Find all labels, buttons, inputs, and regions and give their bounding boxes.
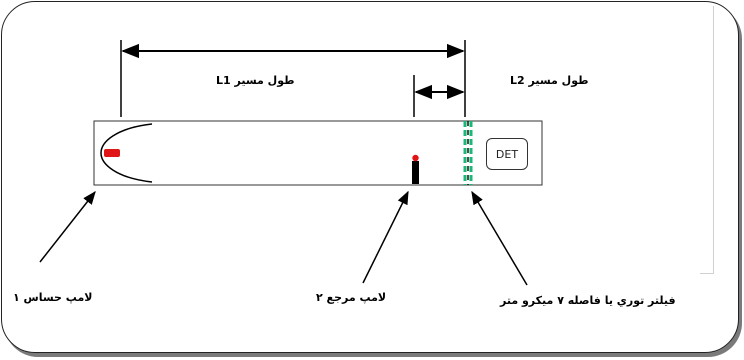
reflector xyxy=(100,123,153,183)
label-lamp-reference-2: لامپ مرجع ۲ xyxy=(316,291,387,304)
lamp-2-bulb xyxy=(412,154,419,162)
lamp-2-stem xyxy=(412,161,419,184)
inner-bottom-line xyxy=(700,273,714,274)
label-path-length-1: طول مسير L1 xyxy=(216,74,295,87)
label-filter: فيلتر توري يا فاصله ۷ ميکرو متر xyxy=(500,294,676,307)
inner-divider xyxy=(713,6,714,274)
label-lamp-sensitive-1: لامپ حساس ۱ xyxy=(13,291,93,304)
pointer-lamp-1 xyxy=(39,190,96,263)
detector-box: DET xyxy=(486,138,528,170)
label-path-length-2: طول مسير L2 xyxy=(510,74,589,87)
pointer-lamp-2 xyxy=(362,190,409,284)
cell-tube xyxy=(93,120,543,186)
lamp-1 xyxy=(104,149,120,157)
pointer-filter xyxy=(471,190,528,286)
